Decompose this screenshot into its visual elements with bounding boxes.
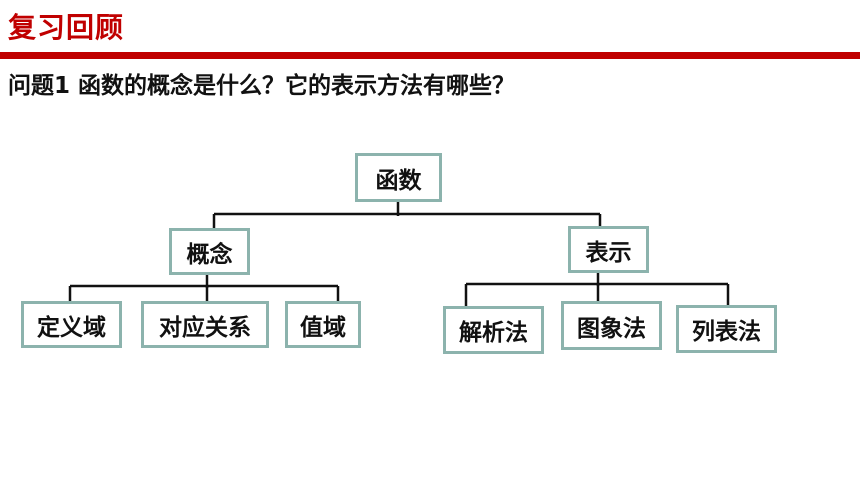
node-domain: 定义域	[21, 301, 122, 348]
node-function: 函数	[355, 153, 442, 202]
node-concept: 概念	[169, 228, 250, 275]
node-graph-method: 图象法	[561, 301, 662, 350]
node-range: 值域	[285, 301, 361, 348]
page-title: 复习回顾	[8, 11, 125, 44]
title-underline	[0, 52, 860, 59]
node-table-method: 列表法	[676, 305, 777, 353]
node-representation: 表示	[568, 226, 649, 273]
node-correspondence: 对应关系	[141, 301, 269, 348]
node-analytic-method: 解析法	[443, 306, 544, 354]
question-text: 问题1 函数的概念是什么？它的表示方法有哪些？	[8, 73, 516, 99]
